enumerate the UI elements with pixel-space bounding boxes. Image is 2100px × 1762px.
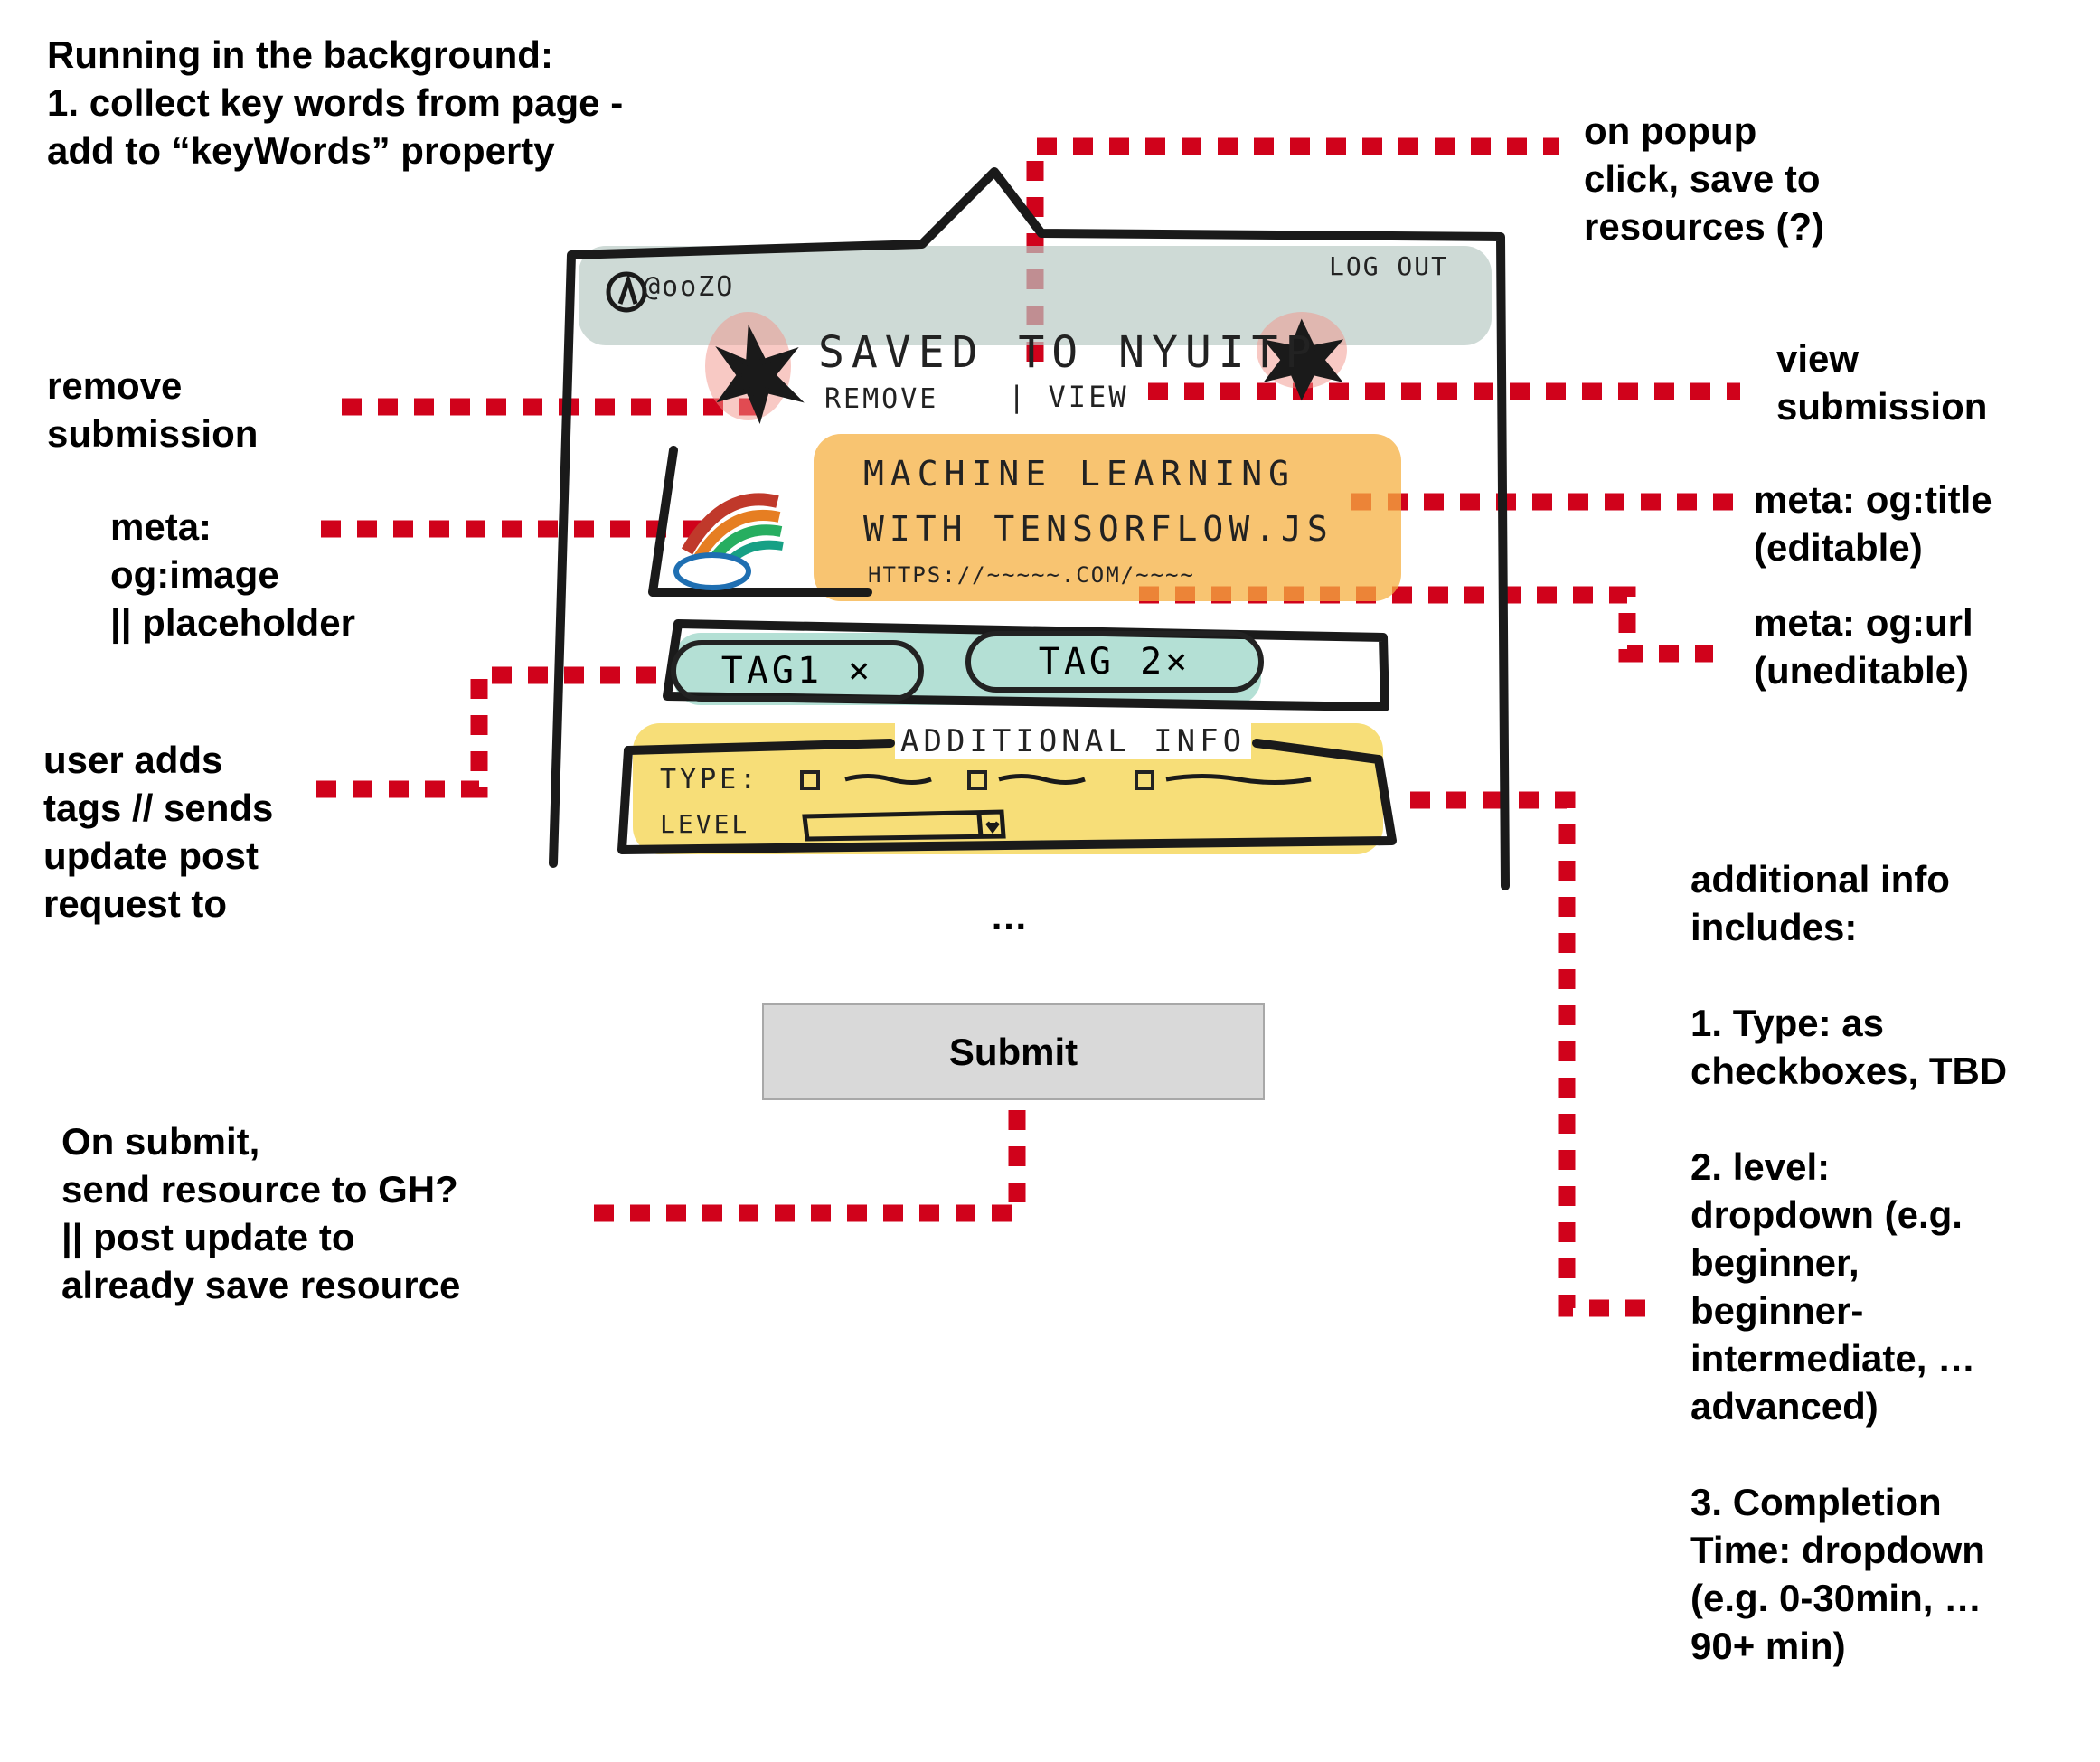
tag-chip-2-label: TAG 2× [1038,641,1191,683]
ellipsis: … [990,895,1028,938]
type-checkbox-2[interactable] [967,770,987,790]
logo-icon [606,271,647,313]
logo-text: @ooZO [644,271,735,303]
rainbow-cloud-icon [673,493,784,590]
remove-link[interactable]: REMOVE [824,383,939,415]
og-title-line2[interactable]: WITH TENSORFLOW.JS [863,509,1333,549]
additional-info-label: ADDITIONAL INFO [895,723,1252,759]
starburst-icon [715,318,1344,424]
title-wash [814,434,1401,601]
note-additional: additional info includes: 1. Type: as ch… [1690,858,2008,1667]
note-background: Running in the background: 1. collect ke… [47,33,624,172]
note-view: view submission [1776,337,1988,428]
og-url: HTTPS://~~~~~.COM/~~~~ [868,562,1195,588]
dropdown-arrow-icon [802,809,1006,842]
tag-chip-1-label: TAG1 × [720,650,874,692]
info-box [617,739,1397,854]
connector-og-url [1139,586,1713,663]
note-remove: remove submission [47,364,259,455]
connector-tags [316,666,669,798]
note-popup-click: on popup click, save to resources (?) [1584,109,1825,248]
note-og-url: meta: og:url (uneditable) [1754,601,1973,692]
og-title-line1[interactable]: MACHINE LEARNING [863,454,1296,494]
title-card-box [648,446,872,597]
note-og-title: meta: og:title (editable) [1754,478,1992,569]
popup-outline [549,167,1510,890]
type-checkbox-3[interactable] [1135,770,1154,790]
logout-link[interactable]: LOG OUT [1329,251,1449,281]
submit-button[interactable]: Submit [762,1003,1265,1100]
type-checkbox-1[interactable] [800,770,820,790]
note-on-submit: On submit, send resource to GH? || post … [61,1120,461,1306]
view-link[interactable]: | VIEW [1008,380,1129,414]
note-og-image: meta: og:image || placeholder [110,505,355,644]
saved-heading: SAVED TO NYUITP [818,327,1319,378]
level-label: LEVEL [660,809,750,839]
note-tags: user adds tags // sends update post requ… [43,739,274,925]
tag-chip-2[interactable]: TAG 2× [965,631,1264,693]
scribble-lines [844,774,1312,785]
tag-chip-1[interactable]: TAG1 × [671,640,924,702]
info-box-top-left [624,739,895,755]
connector-additional [1410,791,1654,1317]
type-label: TYPE: [660,764,760,796]
